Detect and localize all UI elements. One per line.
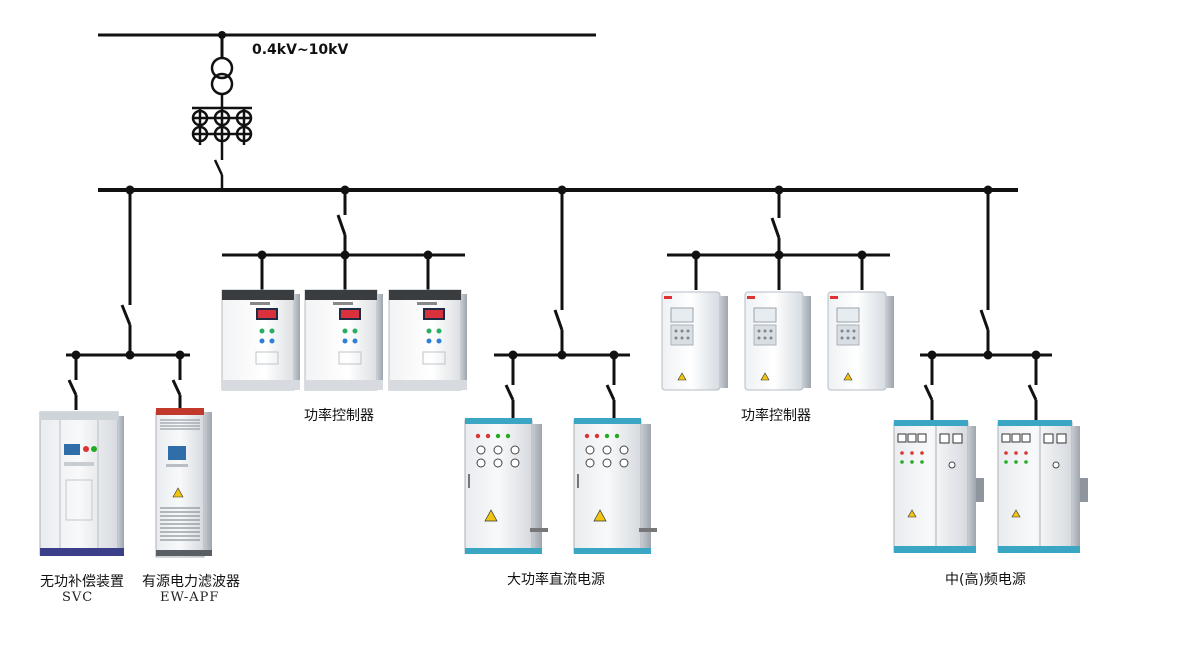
svc-sublabel: SVC xyxy=(62,590,94,605)
apf-sublabel: EW-APF xyxy=(160,590,220,605)
power-controller-label-1: 功率控制器 xyxy=(304,408,374,424)
power-controller-unit-3 xyxy=(388,289,467,391)
power-controller-unit-1 xyxy=(221,289,300,391)
apf-label: 有源电力滤波器 xyxy=(142,574,240,590)
hf-power-cabinet-2 xyxy=(997,420,1088,553)
branch-1-lines xyxy=(66,190,190,410)
vfd-controller-unit-1 xyxy=(661,291,728,391)
bus-node xyxy=(218,31,226,39)
power-controller-unit-2 xyxy=(304,289,383,391)
hf-power-label: 中(高)频电源 xyxy=(945,572,1026,588)
svc-cabinet xyxy=(39,411,124,556)
branch-5-lines xyxy=(920,190,1052,420)
apf-cabinet xyxy=(155,408,212,558)
dc-power-label: 大功率直流电源 xyxy=(507,572,605,588)
current-transformer-group xyxy=(191,106,253,145)
branch-2-lines xyxy=(222,190,465,290)
branch-4-lines xyxy=(667,190,890,290)
dc-power-cabinet-2 xyxy=(573,418,657,554)
hf-power-cabinet-1 xyxy=(893,420,984,553)
transformer-symbol xyxy=(210,56,234,108)
branch-3-lines xyxy=(494,190,630,418)
vfd-controller-unit-2 xyxy=(744,291,811,391)
main-switch xyxy=(213,145,224,190)
power-controller-label-2: 功率控制器 xyxy=(741,408,811,424)
dc-power-cabinet-1 xyxy=(464,418,548,554)
voltage-label: 0.4kV~10kV xyxy=(252,42,349,58)
svc-label: 无功补偿装置 xyxy=(40,574,124,590)
vfd-controller-unit-3 xyxy=(827,291,894,391)
